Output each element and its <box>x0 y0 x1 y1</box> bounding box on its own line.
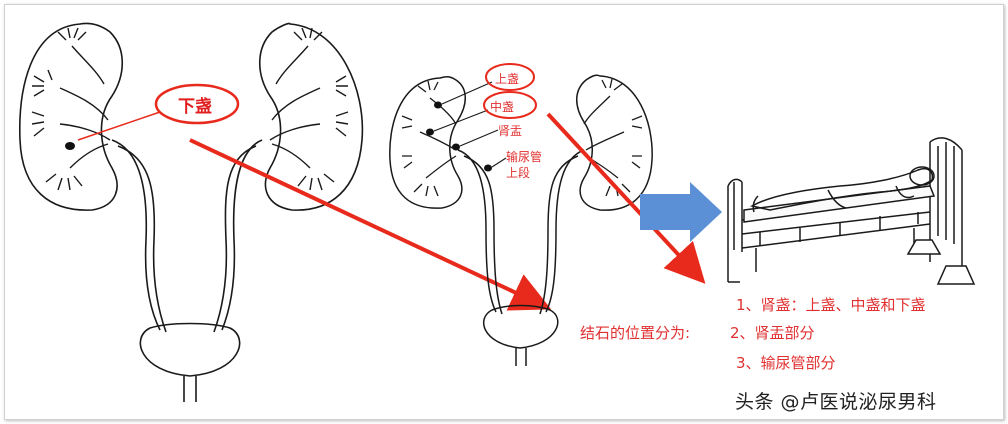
left-kidney-mid <box>389 75 466 209</box>
middle-urinary-system <box>389 74 653 366</box>
stone-upper-ureter <box>484 164 492 172</box>
arrow-to-middle <box>189 138 552 311</box>
right-kidney-mid <box>576 74 653 211</box>
renal-pelvis-label: 肾盂 <box>498 124 523 138</box>
stone-middle-calyx <box>426 128 434 136</box>
left-kidney-left <box>18 22 123 211</box>
upper-ureter-label-line2: 上段 <box>506 166 531 180</box>
left-urinary-system <box>18 22 364 402</box>
stone-renal-pelvis <box>452 143 460 151</box>
upper-calyx-label: 上盏 <box>495 72 520 86</box>
upper-calyx-oval <box>485 63 535 91</box>
location-item-ureter: 3、输尿管部分 <box>736 354 836 372</box>
arrow-to-bed <box>546 112 706 284</box>
right-kidney-left <box>259 22 364 211</box>
location-item-pelvis: 2、肾盂部分 <box>730 324 815 342</box>
blue-block-arrow <box>640 182 722 242</box>
stone-upper-calyx <box>434 101 442 109</box>
lower-calyx-oval <box>154 83 240 125</box>
stone-lower-calyx <box>65 142 75 150</box>
location-item-calyx: 1、肾盏：上盏、中盏和下盏 <box>736 296 926 314</box>
image-frame <box>4 4 1004 420</box>
bladder-left <box>139 322 241 377</box>
bladder-mid <box>483 304 559 349</box>
hospital-bed <box>727 137 976 285</box>
middle-calyx-oval <box>483 91 537 119</box>
stone-location-intro: 结石的位置分为: <box>580 324 691 342</box>
lower-calyx-label: 下盏 <box>178 97 212 117</box>
watermark: 头条 @卢医说泌尿男科 <box>735 391 937 413</box>
upper-ureter-label-line1: 输尿管 <box>506 150 543 164</box>
middle-calyx-label: 中盏 <box>490 100 515 114</box>
